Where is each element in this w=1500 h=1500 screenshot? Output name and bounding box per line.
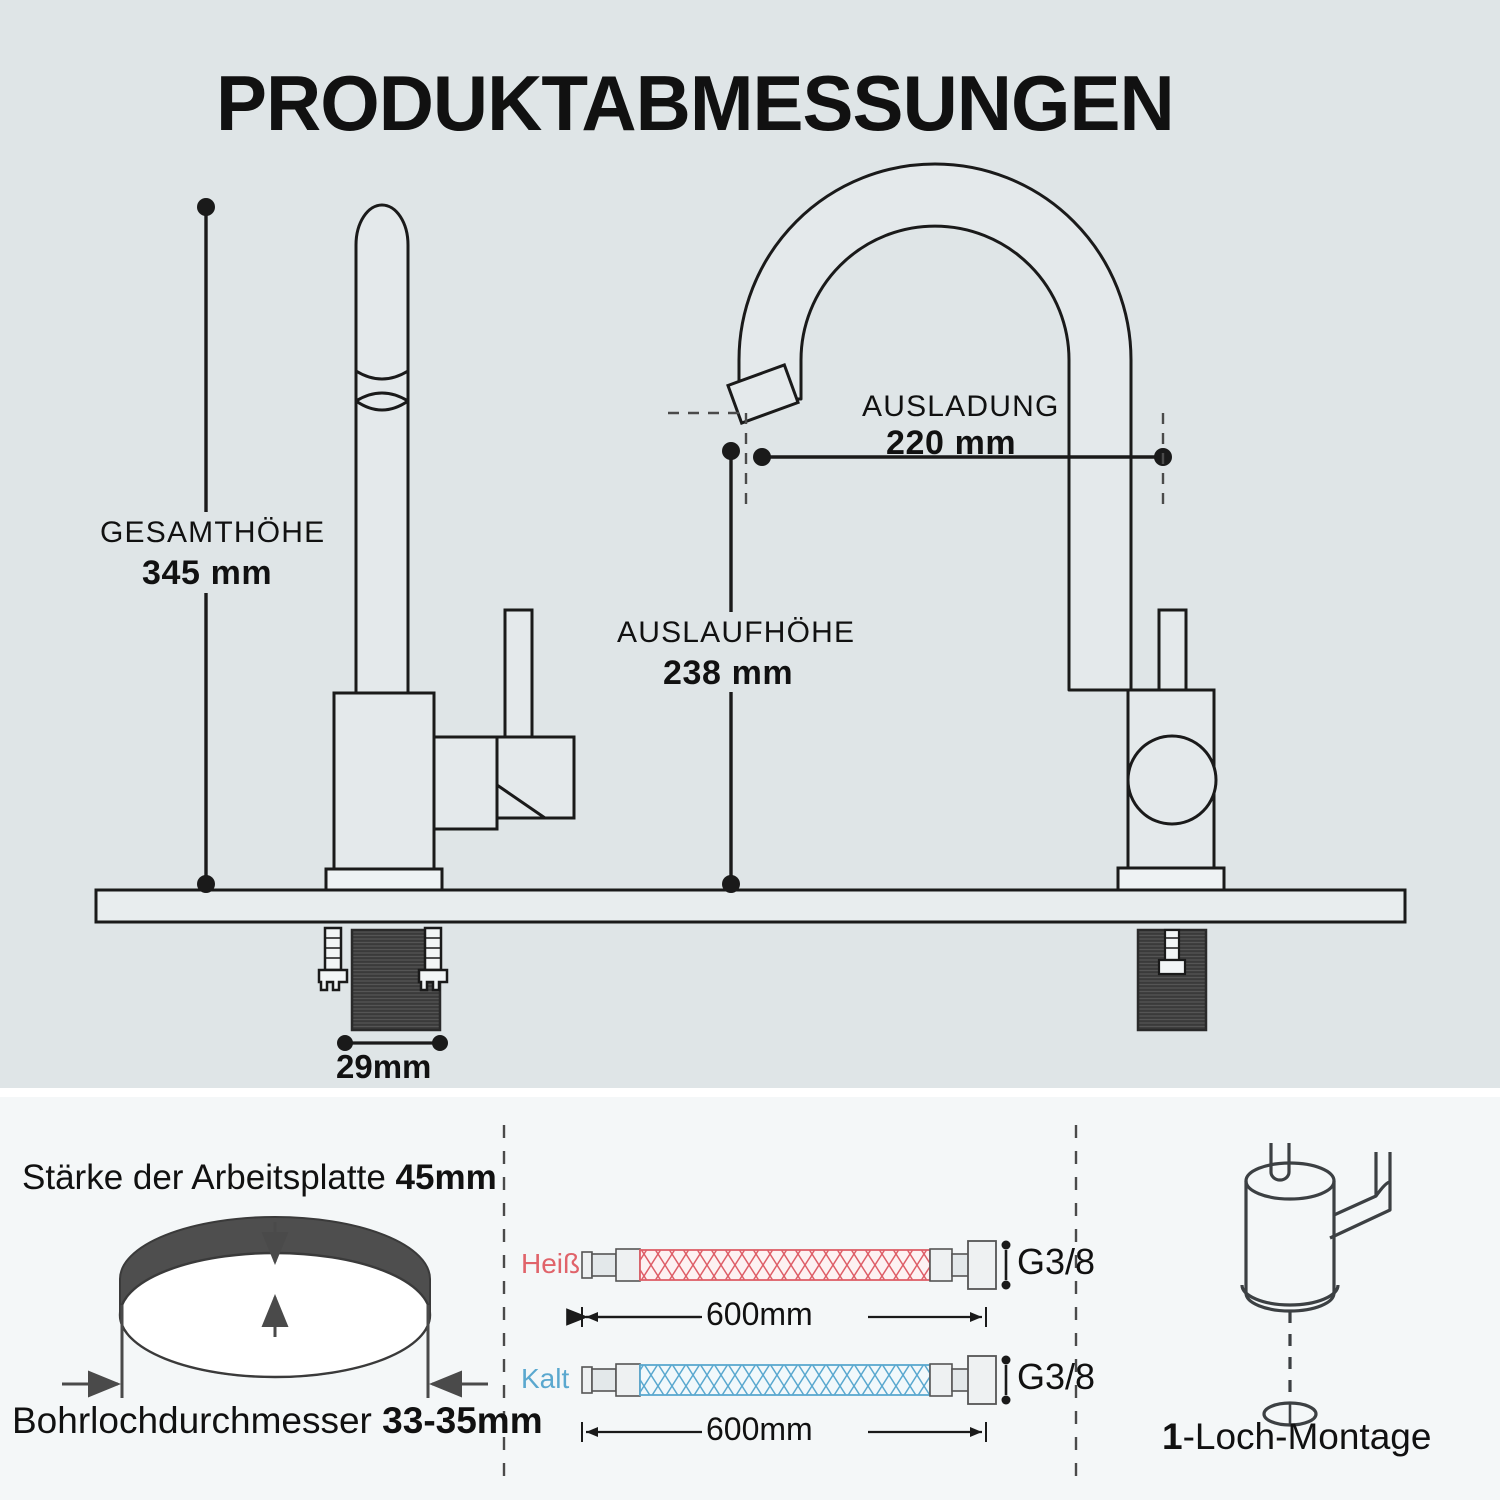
hose-length-cold: 600mm xyxy=(706,1411,813,1447)
dimension-label-auslaufhoehe: AUSLAUFHÖHE xyxy=(617,616,856,649)
mounting-label: 1-Loch-Montage xyxy=(1162,1416,1431,1458)
mounting-label-rest: -Loch-Montage xyxy=(1182,1416,1432,1457)
dimension-value-shank: 29mm xyxy=(336,1048,432,1085)
dimension-value-auslaufhoehe: 238 mm xyxy=(663,654,794,692)
hole-diameter-value: 33-35mm xyxy=(382,1400,543,1441)
dimension-value-gesamthoehe: 345 mm xyxy=(142,554,273,592)
dimension-value-ausladung: 220 mm xyxy=(886,424,1017,462)
hose-label-cold: Kalt xyxy=(521,1363,570,1394)
mounting-icon xyxy=(1240,1143,1392,1427)
dimension-auslaufhoehe xyxy=(668,411,748,893)
hose-cold-illustration xyxy=(581,1355,1011,1442)
hole-diameter-heading: Bohrlochdurchmesser 33-35mm xyxy=(12,1400,543,1442)
worktop-thickness-value: 45mm xyxy=(395,1158,497,1197)
mounting-label-bold: 1 xyxy=(1162,1416,1183,1457)
dimension-gesamthoehe xyxy=(197,198,215,893)
hose-length-hot: 600mm xyxy=(706,1296,813,1332)
faucet-right-illustration xyxy=(726,162,1226,1032)
countertop-slab xyxy=(94,888,1407,924)
faucet-left-illustration xyxy=(317,203,576,1032)
hose-thread-hot: G3/8 xyxy=(1017,1241,1096,1282)
hole-diameter-prefix: Bohrlochdurchmesser xyxy=(12,1400,372,1441)
page-title: PRODUKTABMESSUNGEN xyxy=(216,59,1175,147)
hose-thread-cold: G3/8 xyxy=(1017,1356,1096,1397)
dimension-label-ausladung: AUSLADUNG xyxy=(862,390,1060,423)
worktop-thickness-prefix: Stärke der Arbeitsplatte xyxy=(22,1158,386,1197)
cartridge-circle xyxy=(1126,734,1218,826)
dimension-ausladung xyxy=(753,413,1172,505)
worktop-thickness-heading: Stärke der Arbeitsplatte 45mm xyxy=(22,1158,497,1198)
dimension-shank-width xyxy=(337,1035,448,1051)
hose-hot-illustration xyxy=(566,1240,1011,1327)
hose-label-hot: Heiß xyxy=(521,1248,581,1279)
dimension-label-gesamthoehe: GESAMTHÖHE xyxy=(100,516,326,549)
worktop-disc-illustration xyxy=(62,1216,488,1398)
